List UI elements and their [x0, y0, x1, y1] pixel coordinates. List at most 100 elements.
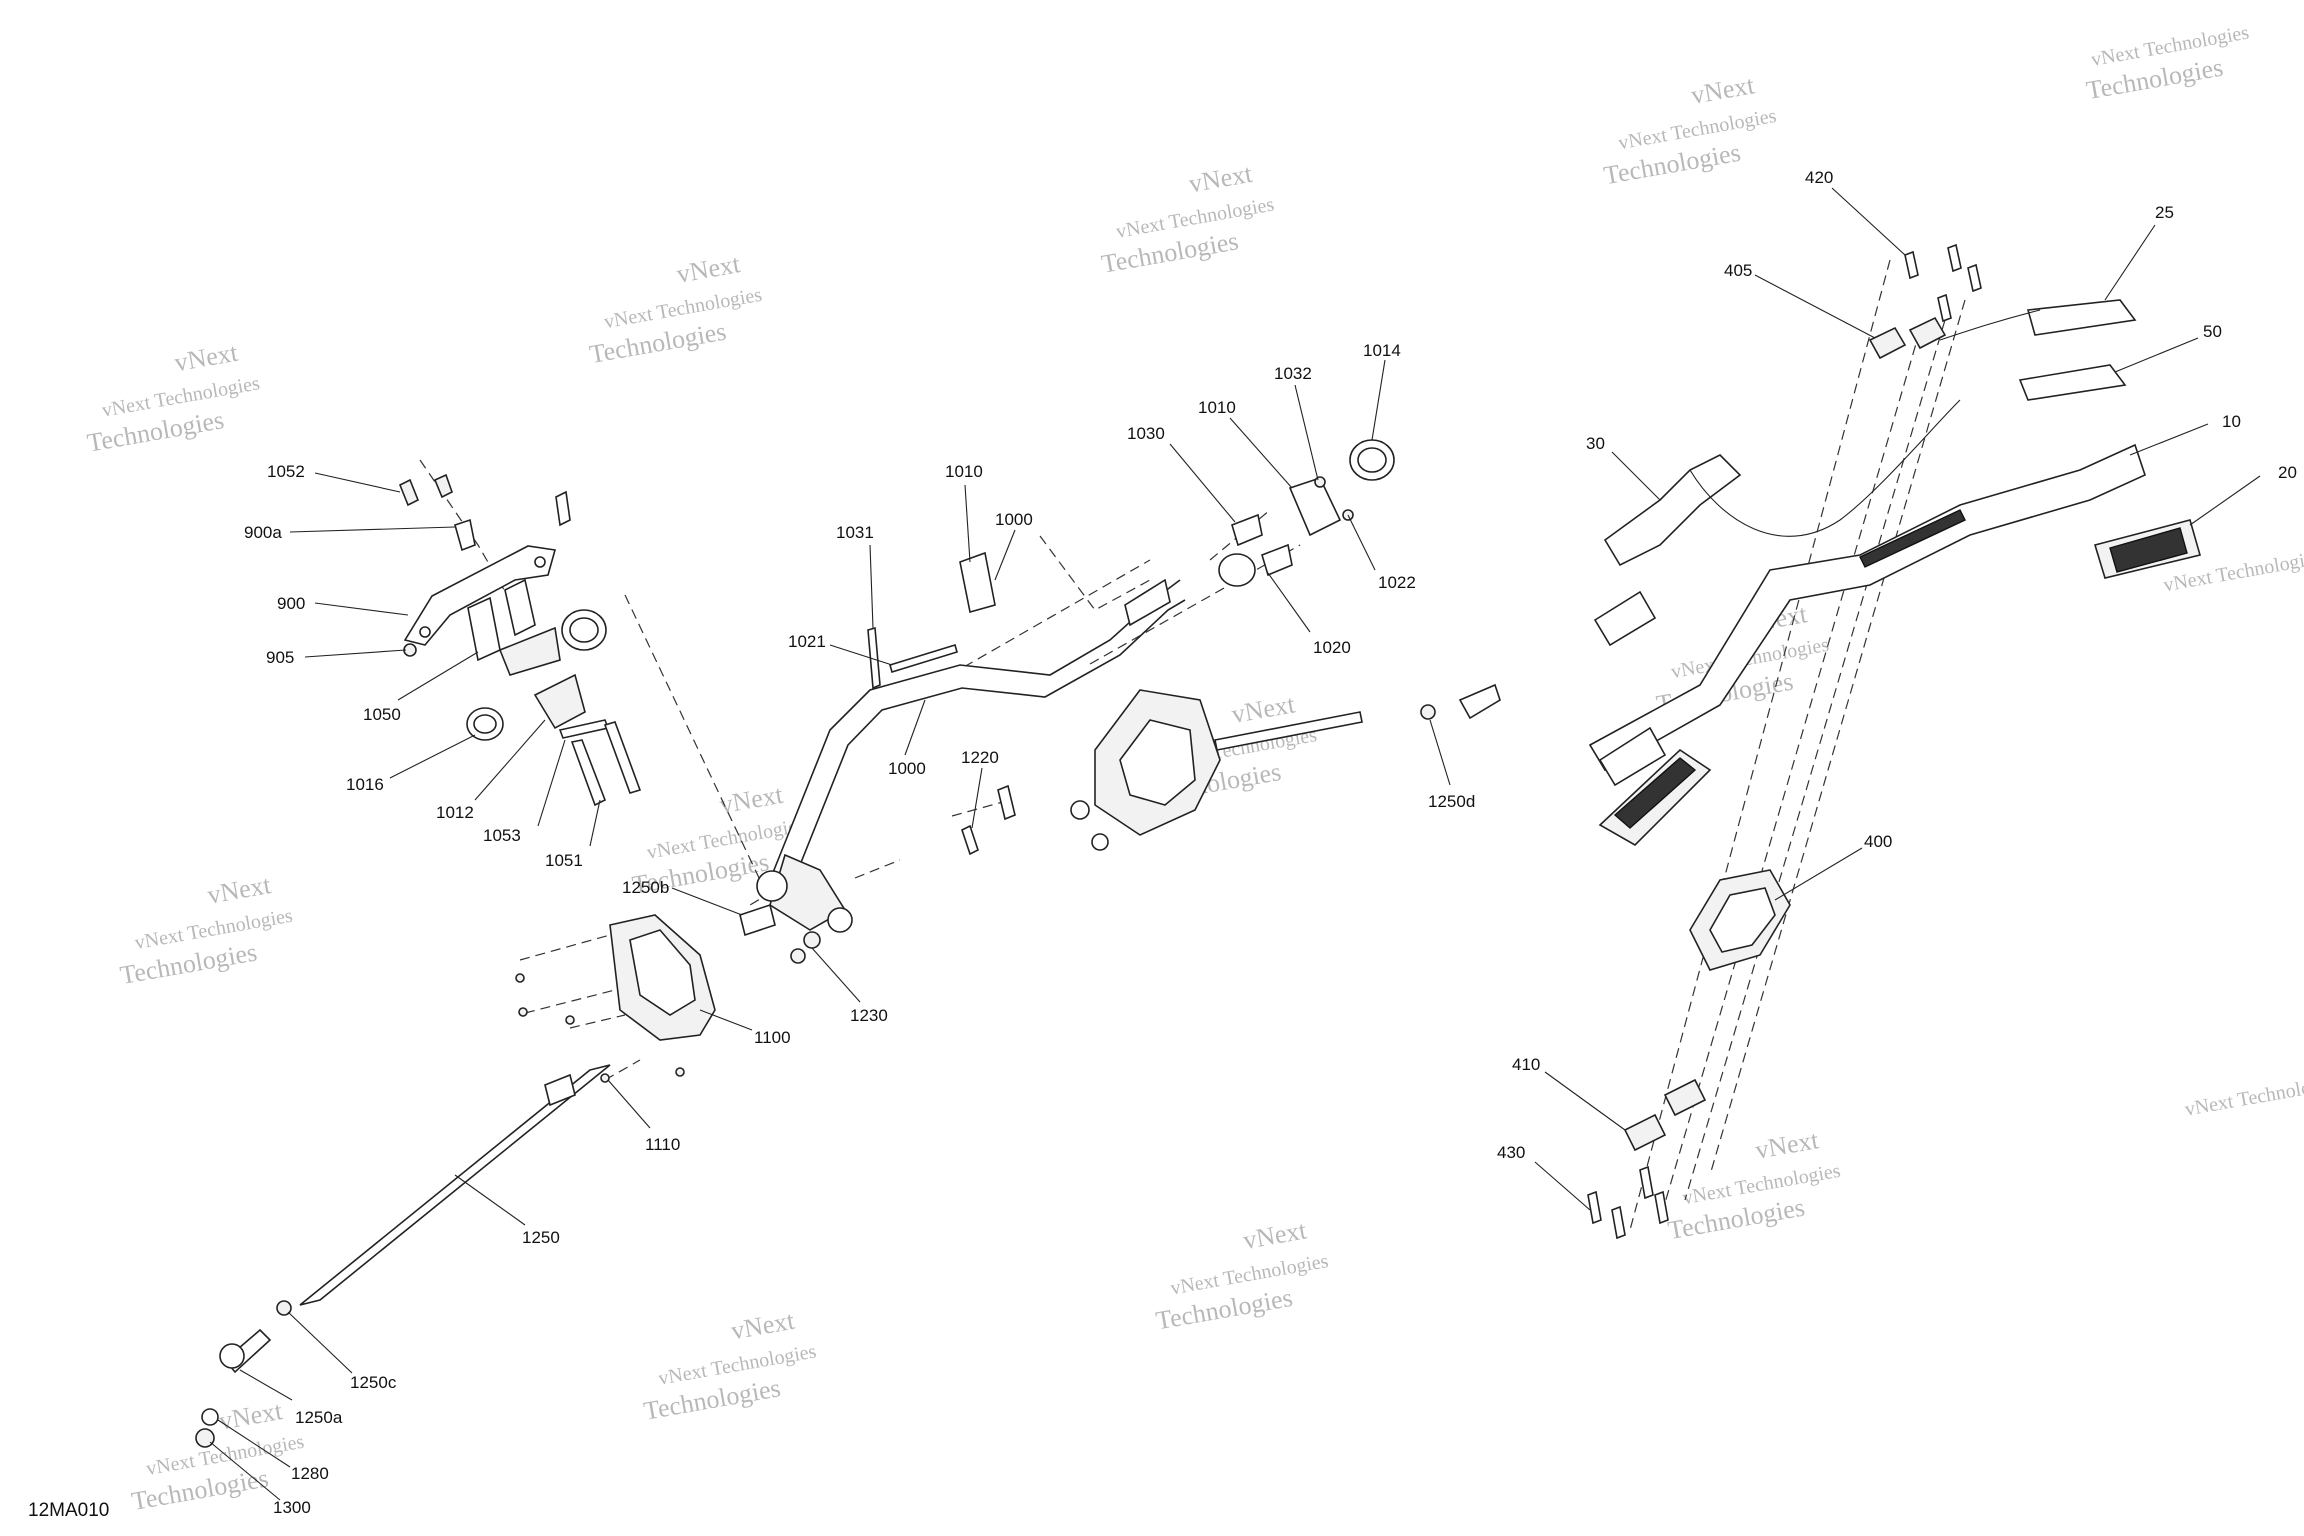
handlebar-assembly — [1587, 243, 2201, 1240]
callout-10: 10 — [2222, 412, 2241, 431]
tube-socket — [1124, 578, 1171, 627]
nut-1052 — [398, 478, 420, 507]
leader-line — [2114, 337, 2199, 373]
callout-410: 410 — [1512, 1055, 1540, 1074]
leader-line — [537, 739, 566, 827]
leader-lines — [209, 187, 2261, 1501]
washer-1280 — [201, 1408, 219, 1426]
callout-1050: 1050 — [363, 705, 401, 724]
watermark-text: vNext Technologies — [2183, 1071, 2304, 1120]
leader-line — [1611, 451, 1661, 501]
callout-30: 30 — [1586, 434, 1605, 453]
watermark: vNext Technologies Technologies vNext — [85, 338, 262, 458]
callout-1250d: 1250d — [1428, 792, 1475, 811]
callout-1014: 1014 — [1363, 341, 1401, 360]
callout-900a: 900a — [244, 523, 282, 542]
watermark-text: vNext — [1229, 689, 1297, 729]
callout-labels: 1052 900a 900 905 1050 1016 1012 1053 10… — [244, 168, 2297, 1517]
tie-rod — [1214, 711, 1363, 751]
leader-line — [829, 644, 893, 666]
leader-line — [217, 1419, 291, 1468]
clamp-410 — [1663, 1078, 1707, 1117]
tube-insert — [1593, 590, 1657, 647]
leader-line — [314, 472, 401, 493]
watermark-text: vNext — [717, 780, 785, 820]
callout-905: 905 — [266, 648, 294, 667]
support-arm-inner — [789, 599, 1186, 891]
watermark: vNext Technologies Technologies vNext — [642, 1306, 819, 1426]
leader-line — [589, 799, 601, 847]
leader-line — [454, 1174, 526, 1226]
clamp-block-1050 — [467, 596, 501, 662]
watermark: vNext Technologies Technologies vNext — [118, 870, 295, 990]
clamp-1010 — [959, 551, 996, 614]
clamp-1010 — [1288, 477, 1342, 537]
rod-end-1250d — [1458, 683, 1501, 720]
leader-line — [1347, 514, 1376, 571]
alignment-line — [624, 594, 761, 881]
hand-warmer-50 — [2018, 364, 2127, 401]
alignment-line — [519, 934, 611, 961]
callout-1022: 1022 — [1378, 573, 1416, 592]
pin-1020 — [1261, 543, 1293, 577]
bolt-420 — [1904, 250, 1919, 280]
bolt-1021 — [889, 643, 958, 674]
alignment-line — [854, 859, 901, 879]
lever-30 — [1603, 454, 1742, 567]
watermark: vNext Technologies Technologies vNext — [1099, 159, 1276, 279]
bolt-430 — [1587, 1190, 1602, 1225]
callout-430: 430 — [1497, 1143, 1525, 1162]
leader-line — [474, 719, 546, 801]
bracket-hole — [534, 556, 546, 568]
callout-1250a: 1250a — [295, 1408, 343, 1427]
callout-1220: 1220 — [961, 748, 999, 767]
leader-line — [1371, 359, 1386, 441]
alignment-line — [1629, 259, 1891, 1231]
callout-1032: 1032 — [1274, 364, 1312, 383]
callout-1250b: 1250b — [622, 878, 669, 897]
watermark: vNext Technologies Technologies vNext — [1154, 1215, 1331, 1335]
leader-line — [1754, 274, 1876, 339]
bushing-1014-inner — [1357, 447, 1387, 473]
leader-line — [971, 767, 983, 829]
steering-support-1000 — [756, 439, 1395, 933]
clamp-lower-1050 — [498, 626, 561, 676]
bolt-430 — [1639, 1165, 1654, 1200]
bolt-420 — [1967, 263, 1982, 293]
callout-420: 420 — [1805, 168, 1833, 187]
alignment-line — [569, 1014, 626, 1029]
rod-end-1250b — [739, 903, 776, 937]
callout-20: 20 — [2278, 463, 2297, 482]
shim-1053 — [558, 719, 610, 739]
watermark-text: vNext — [205, 870, 273, 910]
leader-line — [811, 947, 861, 1003]
bolt-420 — [1947, 243, 1962, 273]
callout-1031: 1031 — [836, 523, 874, 542]
callout-1230: 1230 — [850, 1006, 888, 1025]
callout-1100: 1100 — [754, 1028, 791, 1047]
callout-1051: 1051 — [545, 851, 583, 870]
leader-line — [304, 649, 407, 658]
leader-line — [964, 484, 971, 563]
callout-900: 900 — [277, 594, 305, 613]
bolt-1220 — [997, 784, 1016, 821]
leader-line — [2104, 224, 2156, 301]
callout-1052: 1052 — [267, 462, 305, 481]
clamp-410 — [1623, 1113, 1667, 1152]
leader-line — [1429, 719, 1451, 786]
clamp-405 — [1908, 316, 1947, 350]
bracket-900 — [403, 545, 557, 646]
callout-1020: 1020 — [1313, 638, 1351, 657]
leader-line — [2189, 475, 2261, 526]
leader-line — [904, 699, 926, 756]
callout-1012: 1012 — [436, 803, 474, 822]
bolt-420 — [1937, 293, 1952, 323]
bolt-1031 — [867, 626, 881, 690]
alignment-line — [524, 989, 616, 1014]
callout-405: 405 — [1724, 261, 1752, 280]
leader-line — [1774, 847, 1863, 901]
pin-1030 — [1231, 513, 1263, 547]
cover-mount — [1091, 833, 1109, 851]
cover-mount — [1070, 800, 1090, 820]
washer-1230 — [803, 931, 821, 949]
